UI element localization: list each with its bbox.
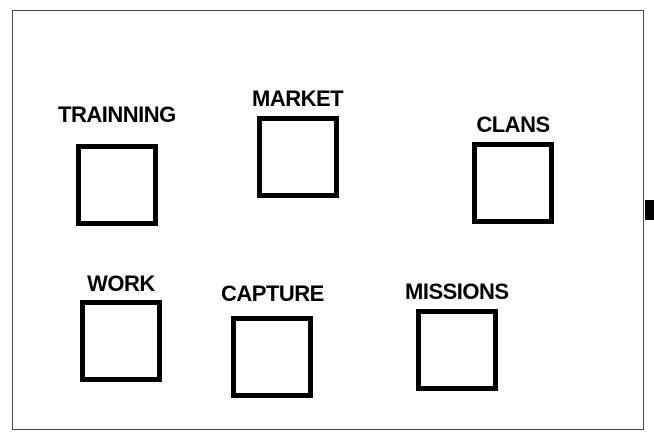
market-button[interactable] [256,116,339,198]
clans-button[interactable] [472,142,554,224]
menu-label-market: MARKET [252,86,344,111]
menu-item-capture[interactable]: CAPTURE [221,283,324,398]
menu-item-clans[interactable]: CLANS [472,114,554,224]
missions-button[interactable] [415,309,498,391]
menu-item-missions[interactable]: MISSIONS [405,281,509,391]
menu-label-capture: CAPTURE [221,281,324,306]
menu-item-training[interactable]: TRAINNING [58,104,176,226]
training-button[interactable] [75,144,158,226]
capture-button[interactable] [231,316,314,398]
menu-item-market[interactable]: MARKET [252,86,344,198]
menu-label-work: WORK [87,271,155,296]
panel-edge-handle[interactable] [645,200,654,220]
menu-item-work[interactable]: WORK [80,273,162,382]
menu-label-missions: MISSIONS [405,279,509,304]
work-button[interactable] [80,300,162,382]
menu-label-clans: CLANS [476,112,550,137]
menu-label-training: TRAINNING [58,102,176,127]
